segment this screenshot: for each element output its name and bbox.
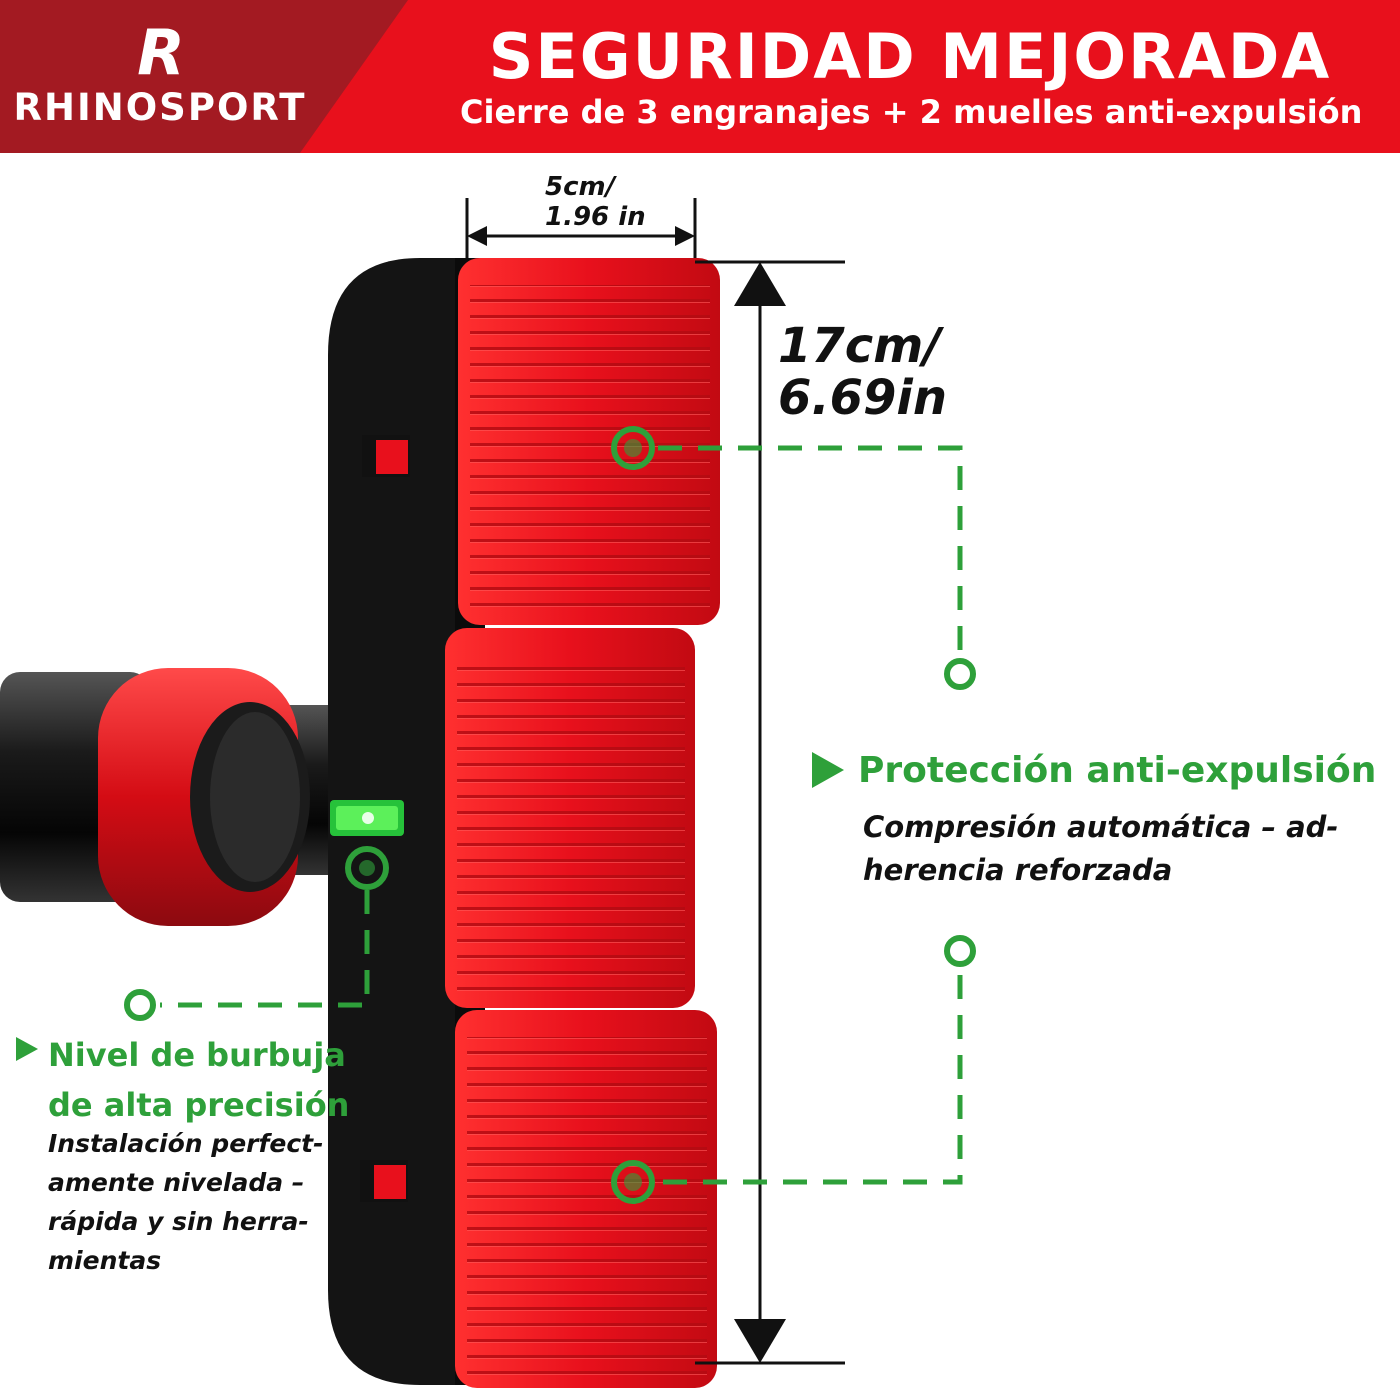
bubble-level-desc-line: amente nivelada – — [48, 1168, 305, 1197]
bubble-level-desc-line: rápida y sin herra- — [48, 1207, 309, 1236]
width-metric: 5cm/ — [545, 172, 616, 202]
height-metric: 17cm/ — [778, 318, 941, 374]
height-imperial: 6.69in — [778, 370, 948, 426]
bubble-level-desc-line: Instalación perfect- — [48, 1129, 324, 1158]
arrow-right-icon — [16, 1037, 38, 1061]
locking-ring — [98, 668, 310, 926]
brand-name: RHINOSPORT — [13, 86, 307, 129]
anti-expulsion-desc-line: herencia reforzada — [863, 853, 1173, 887]
callout-dot-icon — [611, 426, 976, 1204]
anti-expulsion-title: Protección anti-expulsión — [858, 750, 1377, 791]
pad-bottom — [455, 1010, 717, 1388]
anti-expulsion-description: Compresión automática – ad- herencia ref… — [863, 806, 1338, 892]
anti-expulsion-desc-line: Compresión automática – ad- — [863, 810, 1339, 844]
bubble-level-title-line: Nivel de burbuja — [48, 1036, 346, 1074]
bubble-level-desc-line: mientas — [48, 1246, 162, 1275]
width-dimension-label: 5cm/ 1.96 in — [545, 172, 646, 232]
pad-middle — [445, 628, 695, 1008]
anti-expulsion-callout-lines — [658, 445, 963, 1185]
bubble-level-callout-line — [160, 890, 370, 1008]
bubble-level-title-line: de alta precisión — [48, 1086, 350, 1124]
page-subtitle: Cierre de 3 engranajes + 2 muelles anti-… — [460, 93, 1363, 131]
bubble-level-title: Nivel de burbuja de alta precisión — [48, 1030, 349, 1130]
bubble-level-description: Instalación perfect- amente nivelada – r… — [48, 1124, 323, 1280]
arrow-right-icon — [812, 752, 844, 788]
width-imperial: 1.96 in — [545, 202, 646, 232]
height-dimension-line — [695, 260, 845, 1365]
height-dimension-label: 17cm/ 6.69in — [778, 320, 947, 424]
bubble-level — [330, 800, 404, 836]
width-dimension-line — [465, 198, 697, 258]
pad-top — [458, 258, 720, 625]
brand-logo: R RHINOSPORT — [0, 16, 320, 130]
page-title: SEGURIDAD MEJORADA — [488, 20, 1332, 93]
logo-mark: R — [137, 16, 185, 89]
